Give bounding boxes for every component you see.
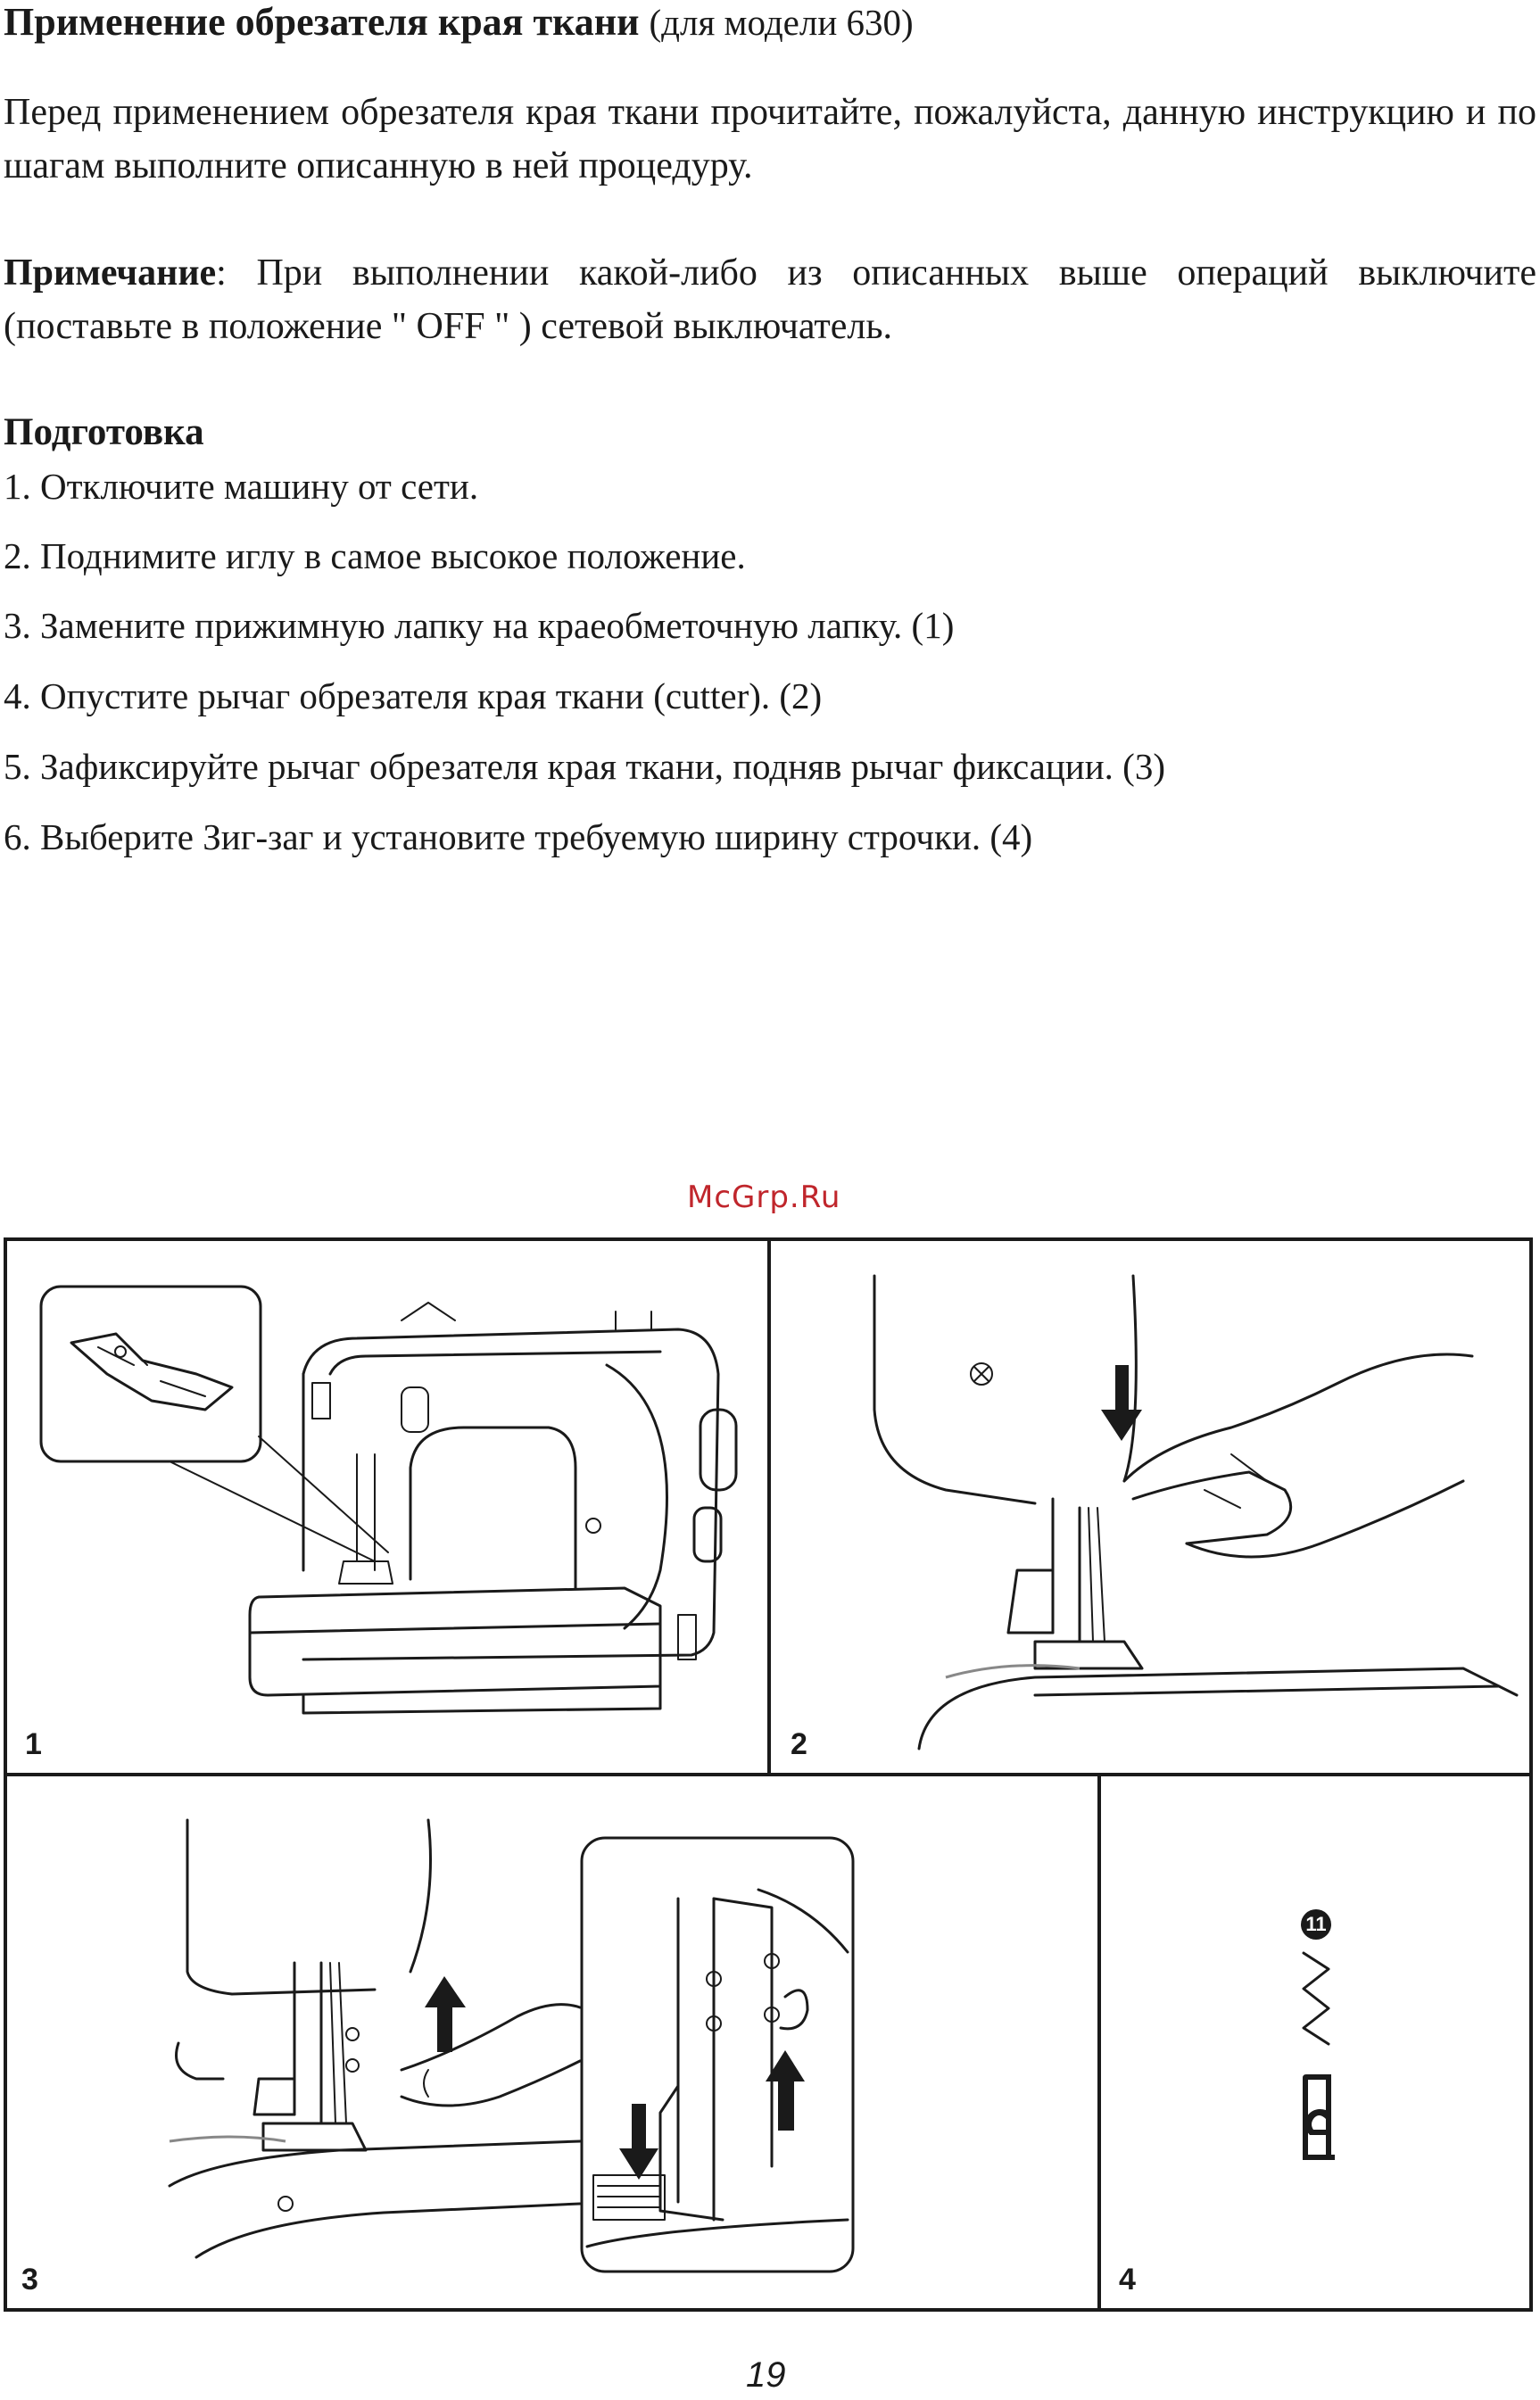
zigzag-stitch-icon bbox=[1302, 1951, 1330, 2046]
divider-h bbox=[4, 1773, 1533, 1776]
panel-label-4: 4 bbox=[1119, 2263, 1136, 2297]
divider-v-top bbox=[767, 1237, 771, 1775]
panel-label-3: 3 bbox=[21, 2263, 38, 2297]
overcast-foot-symbol-icon bbox=[1303, 2074, 1335, 2160]
sewing-machine-illustration bbox=[39, 1285, 738, 1715]
page-number: 19 bbox=[746, 2355, 786, 2395]
note-label: Примечание bbox=[4, 252, 217, 294]
divider-v-bottom bbox=[1097, 1773, 1101, 2312]
panel-label-2: 2 bbox=[791, 1727, 807, 1761]
watermark: McGrp.Ru bbox=[687, 1179, 841, 1215]
step-5: 5. Зафиксируйте рычаг обрезателя края тк… bbox=[4, 746, 1165, 787]
overlock-foot-icon bbox=[70, 1332, 234, 1411]
fixation-inset-illustration bbox=[580, 1836, 855, 2273]
cutter-lever-illustration bbox=[873, 1274, 1519, 1750]
step-1: 1. Отключите машину от сети. bbox=[4, 466, 479, 507]
fixation-lever-illustration bbox=[168, 1818, 582, 2259]
note-text: : При выполнении какой-либо из описанных… bbox=[4, 252, 1536, 347]
step-6: 6. Выберите Зиг-заг и установите требуем… bbox=[4, 816, 1033, 857]
step-4: 4. Опустите рычаг обрезателя края ткани … bbox=[4, 675, 823, 716]
title-main: Применение обрезателя края ткани bbox=[4, 0, 640, 44]
step-3: 3. Замените прижимную лапку на краеобмет… bbox=[4, 605, 955, 646]
pattern-number-badge: 11 bbox=[1301, 1909, 1331, 1940]
title-sub: (для модели 630) bbox=[649, 2, 914, 43]
panel-label-1: 1 bbox=[25, 1727, 42, 1761]
page-title: Применение обрезателя края ткани (для мо… bbox=[4, 0, 914, 45]
down-arrow-icon bbox=[1101, 1365, 1142, 1441]
intro-paragraph: Перед применением обрезателя края ткани … bbox=[4, 92, 1536, 186]
preparation-heading: Подготовка bbox=[4, 411, 204, 453]
step-2: 2. Поднимите иглу в самое высокое положе… bbox=[4, 535, 746, 576]
note-paragraph: Примечание: При выполнении какой-либо из… bbox=[4, 246, 1536, 353]
up-arrow-icon bbox=[425, 1976, 466, 2052]
